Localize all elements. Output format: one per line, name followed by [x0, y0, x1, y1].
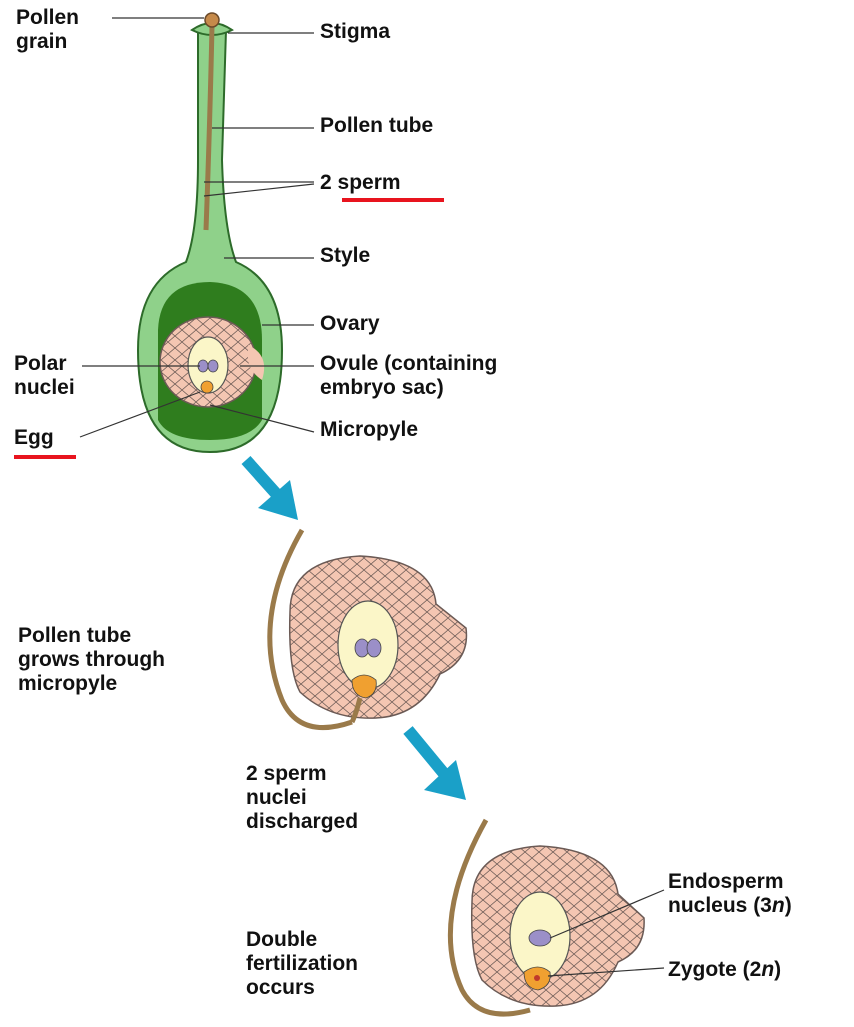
label-endosperm-2: nucleus (3n) [668, 894, 792, 918]
label-ovule-1: Ovule (containing [320, 352, 497, 376]
two-sperm-underline [342, 198, 444, 202]
label-step2-2: nuclei [246, 786, 307, 810]
zygote-n: n [761, 958, 774, 981]
flow-arrow-2 [408, 730, 466, 800]
flow-arrow-1 [246, 460, 298, 520]
pollen-grain [205, 13, 219, 27]
label-micropyle: Micropyle [320, 418, 418, 442]
zygote-close: ) [774, 958, 781, 981]
endosperm-text: nucleus (3 [668, 894, 772, 917]
label-zygote: Zygote (2n) [668, 958, 781, 982]
label-pollen-tube: Pollen tube [320, 114, 433, 138]
label-polar-nuclei-1: Polar [14, 352, 67, 376]
label-two-sperm: 2 sperm [320, 171, 401, 195]
label-endosperm-1: Endosperm [668, 870, 784, 894]
label-step3-3: occurs [246, 976, 315, 1000]
zygote-text: Zygote (2 [668, 958, 761, 981]
label-polar-nuclei-2: nuclei [14, 376, 75, 400]
label-step2-3: discharged [246, 810, 358, 834]
label-ovule-2: embryo sac) [320, 376, 444, 400]
label-pollen-grain-1: Pollen [16, 6, 79, 30]
label-pollen-grain-2: grain [16, 30, 67, 54]
label-egg: Egg [14, 426, 54, 450]
egg-underline [14, 455, 76, 459]
ovule-stage-3 [450, 820, 664, 1014]
carpel [138, 13, 282, 452]
label-stigma: Stigma [320, 20, 390, 44]
label-step1-2: grows through [18, 648, 165, 672]
endosperm-close: ) [785, 894, 792, 917]
label-step3-2: fertilization [246, 952, 358, 976]
egg-cell [201, 381, 213, 393]
label-step1-3: micropyle [18, 672, 117, 696]
ovule-stage-2 [270, 530, 467, 728]
polar-nucleus-b [208, 360, 218, 372]
label-ovary: Ovary [320, 312, 380, 336]
endosperm-n: n [772, 894, 785, 917]
label-step1-1: Pollen tube [18, 624, 131, 648]
label-style: Style [320, 244, 370, 268]
label-step2-1: 2 sperm [246, 762, 327, 786]
label-step3-1: Double [246, 928, 317, 952]
